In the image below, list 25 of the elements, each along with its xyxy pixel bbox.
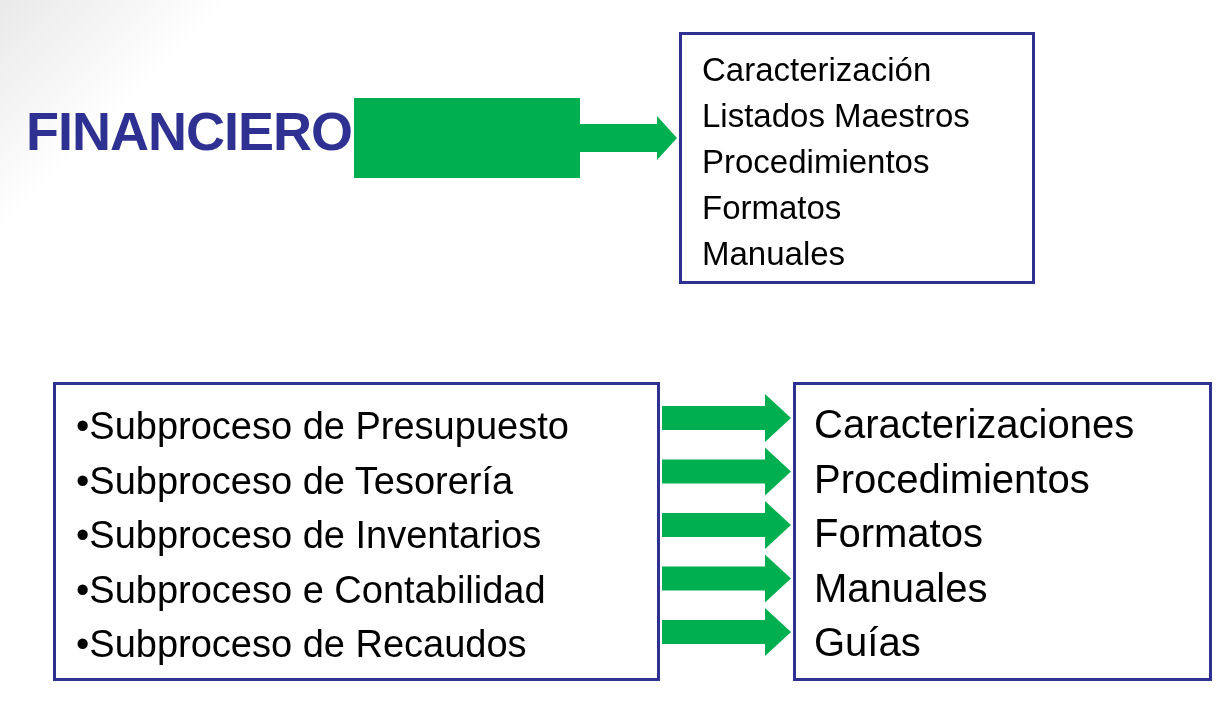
- list-item: Guías: [814, 619, 921, 666]
- list-item: Listados Maestros: [702, 96, 970, 136]
- block-arrow: [662, 608, 791, 656]
- block-arrow: [662, 394, 791, 442]
- block-arrow: [662, 501, 791, 549]
- list-item: Procedimientos: [814, 455, 1090, 503]
- list-item: Formatos: [814, 510, 983, 557]
- block-arrow: [354, 98, 677, 178]
- list-item: •Subproceso de Inventarios: [76, 513, 542, 558]
- text-box: [679, 32, 1035, 284]
- list-item: Manuales: [814, 564, 988, 612]
- heading-text: FINANCIERO: [26, 101, 352, 161]
- list-item: Formatos: [702, 188, 842, 228]
- list-item: Manuales: [702, 234, 846, 274]
- text-box: [793, 382, 1212, 681]
- text-box: [53, 382, 660, 681]
- list-item: Caracterizaciones: [814, 401, 1135, 448]
- block-arrow: [662, 447, 791, 496]
- list-item: •Subproceso de Tesorería: [76, 458, 514, 504]
- list-item: •Subproceso de Recaudos: [76, 622, 527, 667]
- list-item: •Subproceso de Presupuesto: [76, 404, 569, 449]
- list-item: Caracterización: [702, 50, 932, 90]
- list-item: •Subproceso e Contabilidad: [76, 567, 546, 613]
- block-arrow: [662, 554, 791, 603]
- list-item: Procedimientos: [702, 142, 930, 182]
